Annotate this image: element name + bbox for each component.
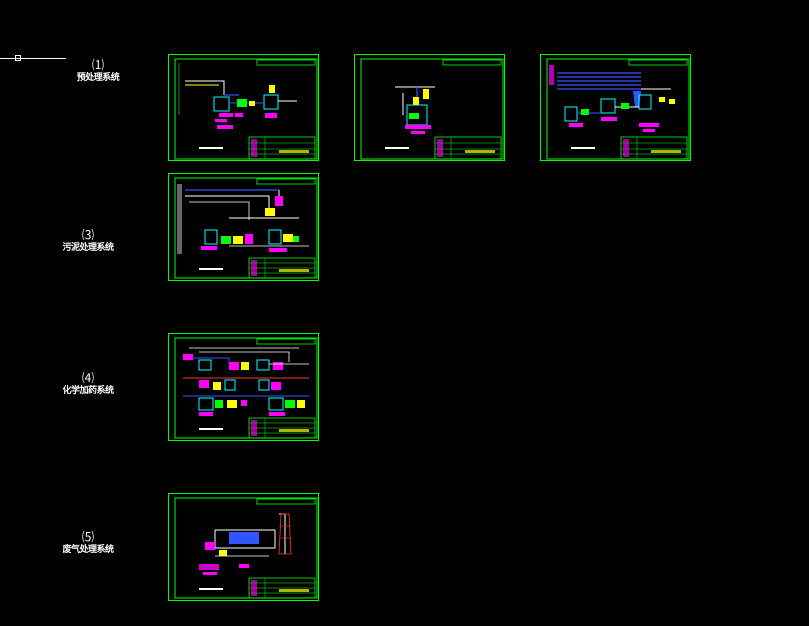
crosshair-cursor-line [0,58,66,59]
label-system-1: ⑴ 预处理系统 [58,58,138,84]
label-name: 废气处理系统 [62,545,114,555]
label-system-3: ⑶ 污泥处理系统 [48,228,128,254]
drawing-sheet-1a[interactable] [168,54,319,161]
schematic-3 [174,177,318,279]
label-name: 污泥处理系统 [62,243,114,253]
label-number: ⑴ [91,58,104,72]
label-name: 化学加药系统 [62,386,114,396]
label-system-5: ⑸ 废气处理系统 [48,530,128,556]
schematic-1b [360,58,504,160]
drawing-sheet-4[interactable] [168,333,319,441]
label-number: ⑷ [81,371,94,385]
label-number: ⑸ [81,530,94,544]
crosshair-cursor-pickbox [15,55,21,61]
schematic-5 [174,497,318,599]
label-name: 预处理系统 [76,73,120,83]
label-system-4: ⑷ 化学加药系统 [48,371,128,397]
drawing-sheet-1b[interactable] [354,54,505,161]
schematic-1a [174,58,318,160]
drawing-sheet-3[interactable] [168,173,319,281]
drawing-sheet-1c[interactable] [540,54,691,161]
drawing-sheet-5[interactable] [168,493,319,601]
label-number: ⑶ [81,228,94,242]
schematic-1c [546,58,690,160]
schematic-4 [174,337,318,439]
